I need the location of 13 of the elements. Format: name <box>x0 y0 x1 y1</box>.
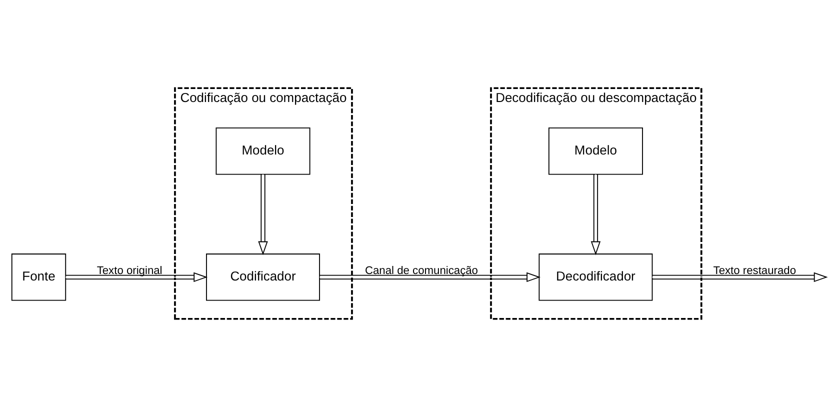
arrow <box>652 272 828 282</box>
edge-label: Texto original <box>96 265 162 278</box>
arrow <box>258 174 268 256</box>
arrow <box>590 174 601 256</box>
arrow <box>65 272 208 282</box>
node-box: Modelo <box>216 128 310 175</box>
edge-label: Texto restaurado <box>713 265 796 278</box>
edge-label: Canal de comunicação <box>364 265 478 278</box>
node-box: Decodificador <box>538 254 653 301</box>
node-box: Codificador <box>206 254 320 301</box>
node-box: Fonte <box>11 254 66 301</box>
arrow <box>319 272 540 282</box>
node-box: Modelo <box>548 128 643 175</box>
